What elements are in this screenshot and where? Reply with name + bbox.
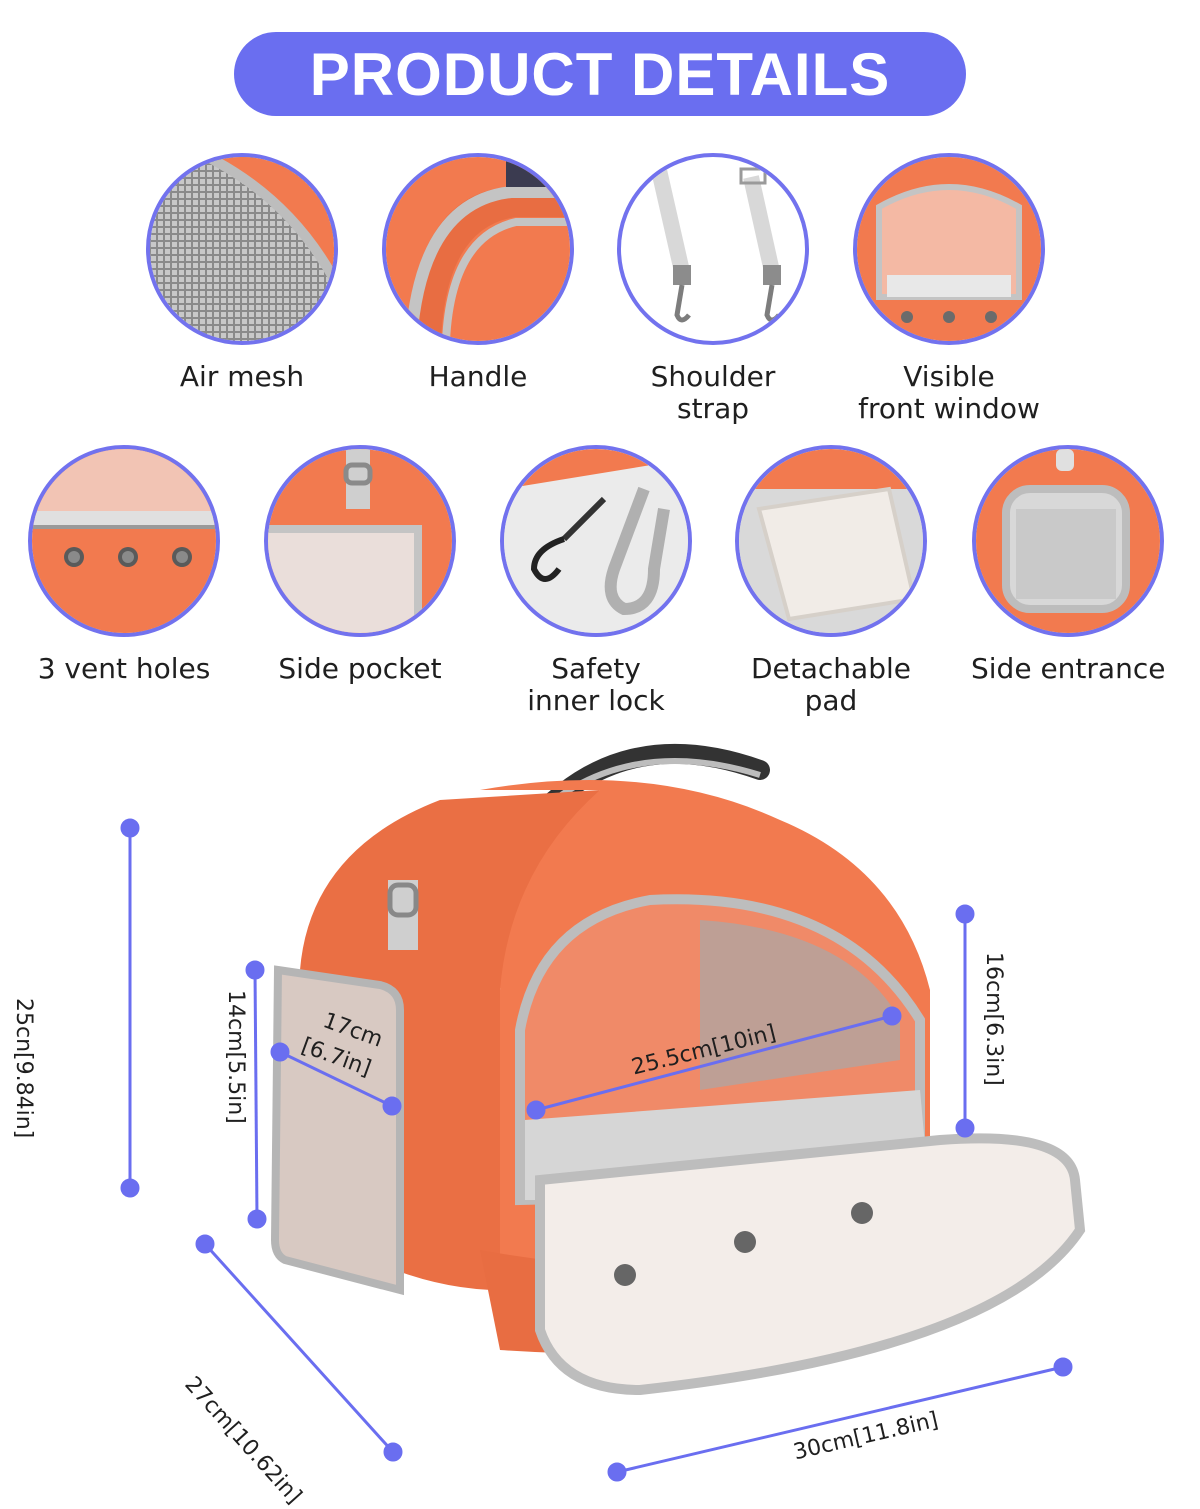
detachable-pad-icon [735, 445, 927, 637]
shoulder-strap-icon [617, 153, 809, 345]
front-window-icon [853, 153, 1045, 345]
feature-label: Visible front window [858, 360, 1040, 425]
side-pocket-icon [264, 445, 456, 637]
feature-label: 3 vent holes [37, 652, 211, 685]
feature-label: Safety inner lock [527, 652, 665, 717]
feature-label: Shoulder strap [650, 360, 776, 425]
feature-side-pocket: Side pocket [264, 445, 456, 685]
feature-handle: Handle [382, 153, 574, 393]
feature-label: Detachable pad [750, 652, 911, 717]
inner-lock-icon [500, 445, 692, 637]
feature-detachable-pad: Detachable pad [735, 445, 927, 717]
pet-carrier-illustration [120, 743, 1086, 1482]
title-banner: PRODUCT DETAILS [234, 32, 966, 116]
dimension-height: 25cn[9.84in] [11, 998, 36, 1139]
handle-icon [382, 153, 574, 345]
feature-label: Side entrance [971, 652, 1166, 685]
air-mesh-icon [146, 153, 338, 345]
dimension-front-height: 16cm[6.3in] [981, 952, 1006, 1086]
feature-shoulder-strap: Shoulder strap [617, 153, 809, 425]
feature-inner-lock: Safety inner lock [500, 445, 692, 717]
feature-label: Handle [428, 360, 528, 393]
feature-label: Side pocket [278, 652, 442, 685]
feature-label: Air mesh [179, 360, 305, 393]
product-dimensions-view: 25cn[9.84in] 14cm[5.5in] 17cm [6.7in] 25… [0, 730, 1200, 1509]
page-title: PRODUCT DETAILS [309, 40, 891, 108]
vent-holes-icon [28, 445, 220, 637]
feature-side-entrance: Side entrance [971, 445, 1165, 685]
dimension-side-height: 14cm[5.5in] [223, 990, 248, 1124]
feature-front-window: Visible front window [853, 153, 1045, 425]
feature-air-mesh: Air mesh [146, 153, 338, 393]
feature-vent-holes: 3 vent holes [28, 445, 220, 685]
side-entrance-icon [972, 445, 1165, 637]
